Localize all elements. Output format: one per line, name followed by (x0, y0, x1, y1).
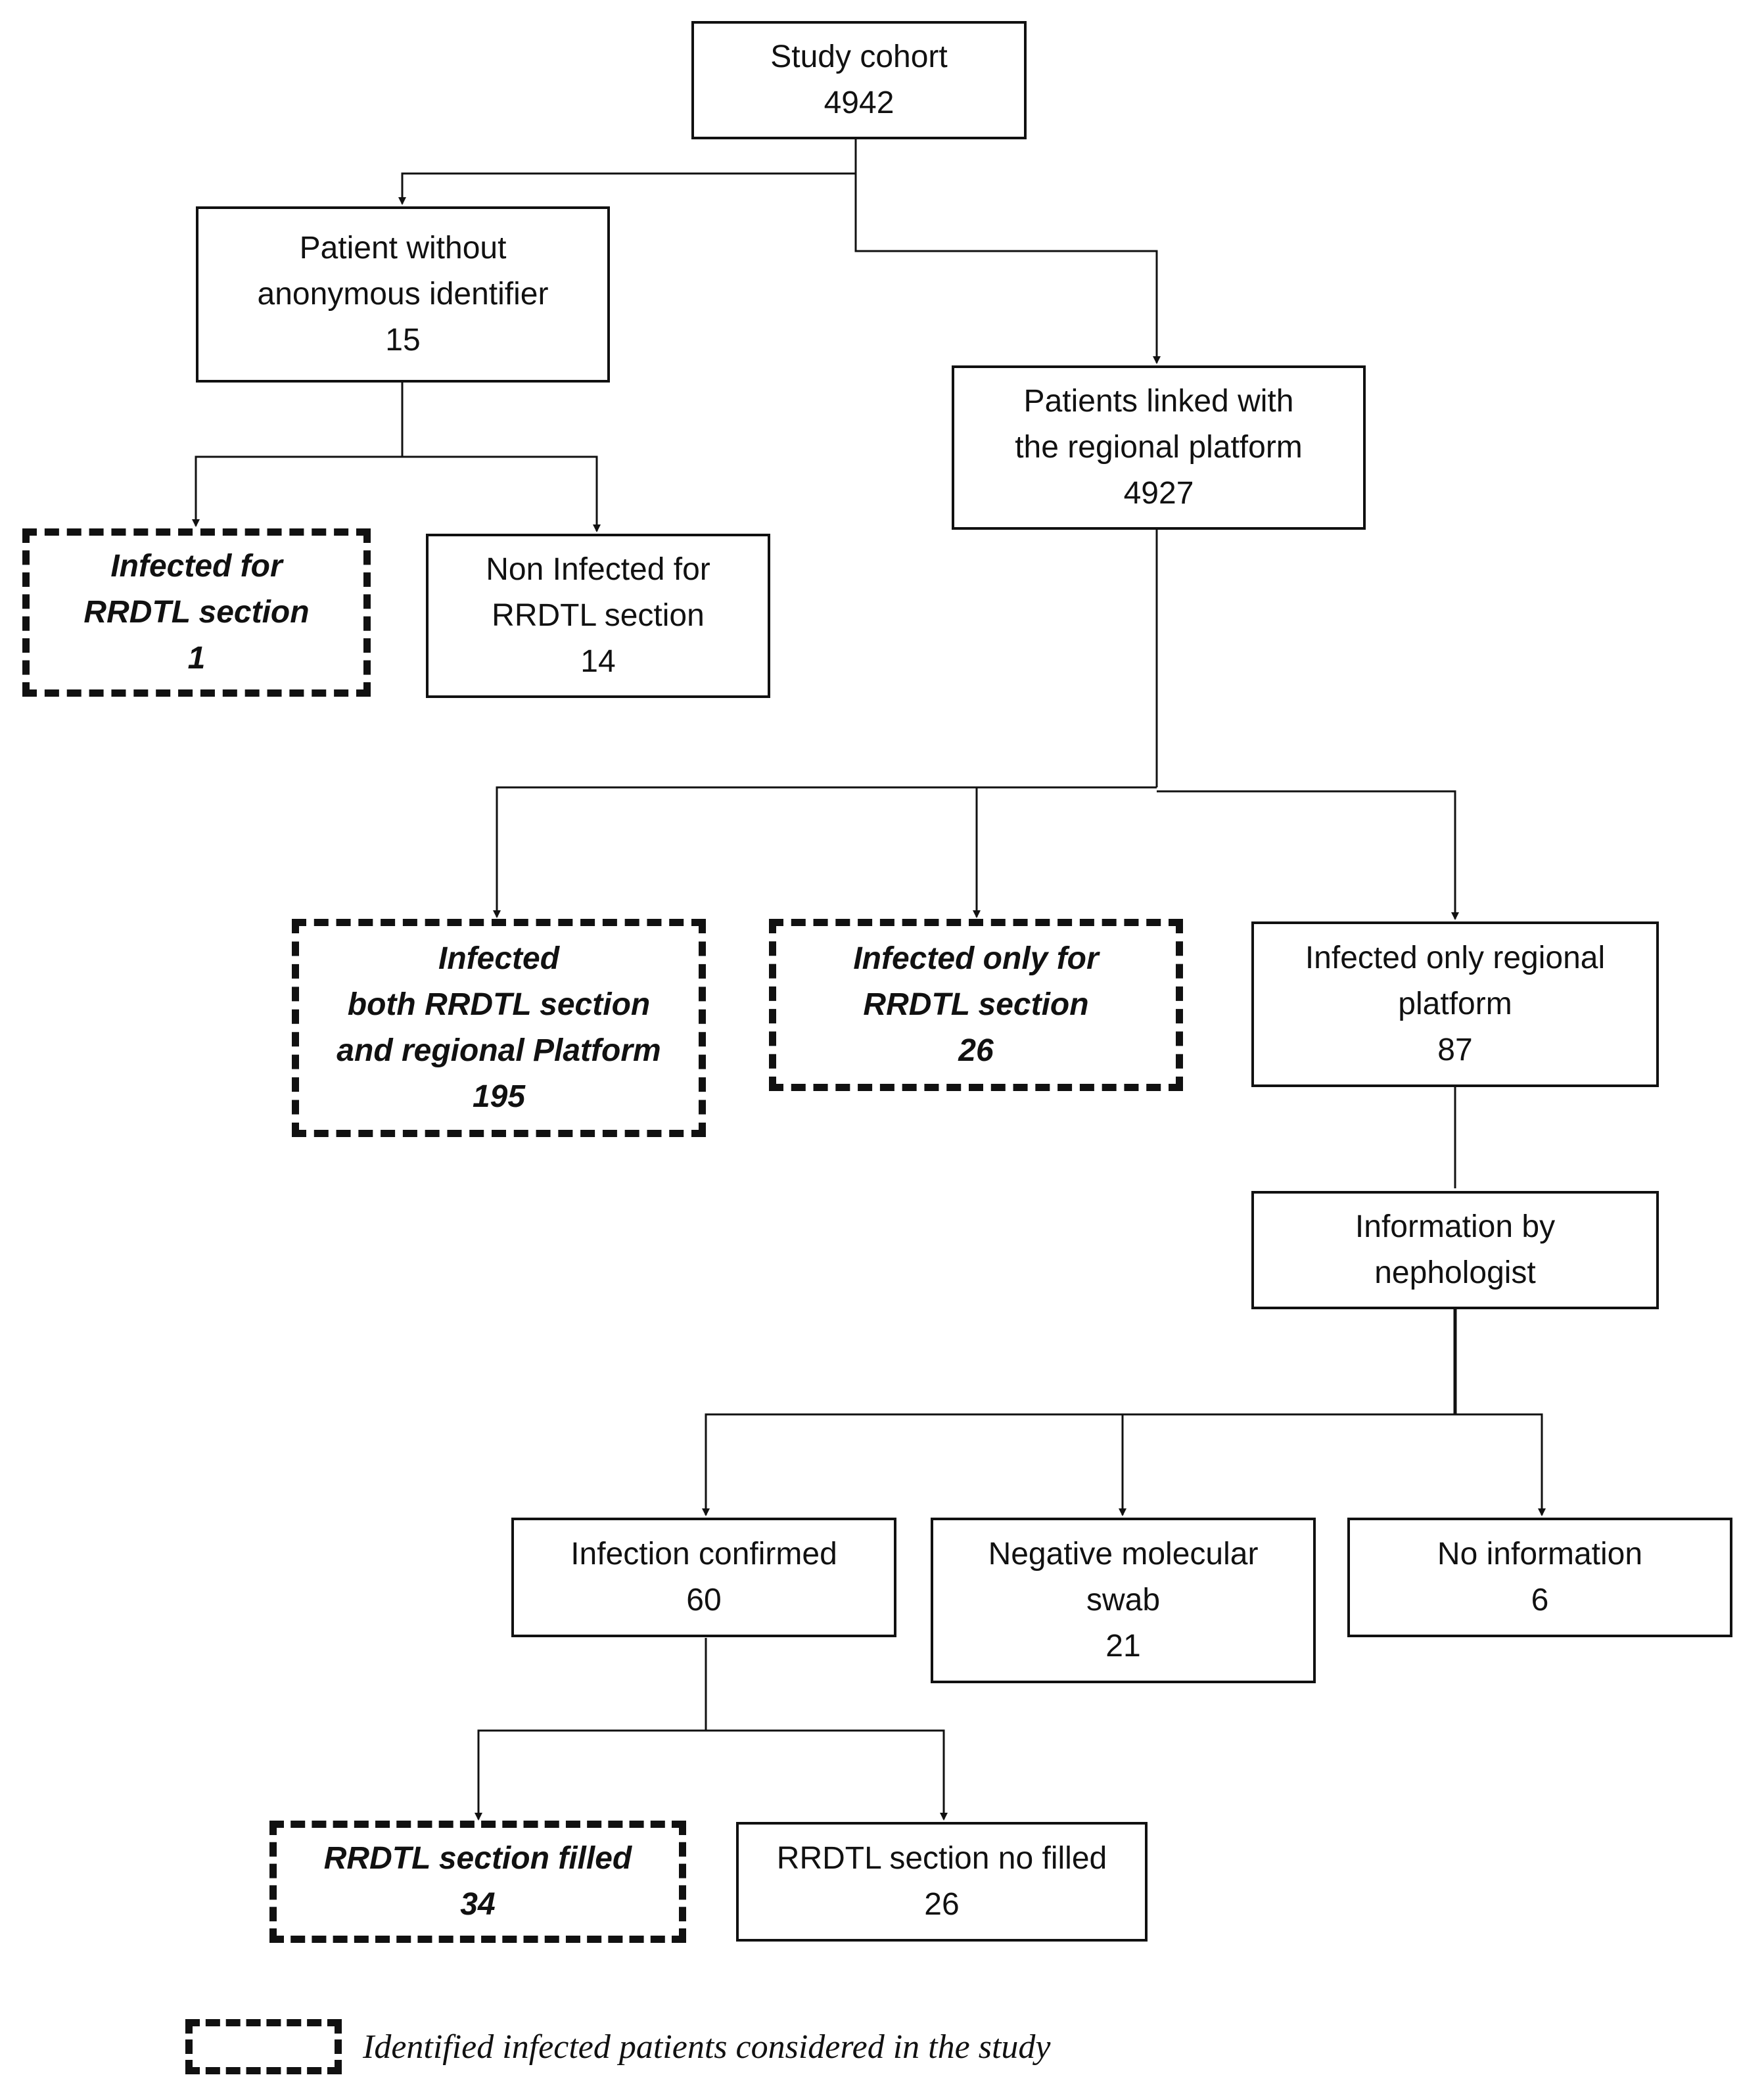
node-no-information: No information 6 (1347, 1518, 1732, 1637)
edge-to-rrdtl-no-filled (706, 1729, 948, 1821)
node-rrdtl-section-no-filled: RRDTL section no filled 26 (736, 1822, 1148, 1942)
node-confirmed-line-2: 60 (686, 1583, 722, 1618)
node-infected-only-rrdtl-line-2: RRDTL section (863, 987, 1089, 1022)
node-rrdtl-filled-line-1: RRDTL section filled (323, 1841, 632, 1876)
node-infection-confirmed: Infection confirmed 60 (511, 1518, 896, 1637)
node-patient-without-identifier: Patient without anonymous identifier 15 (196, 206, 610, 383)
node-no-identifier-line-2: anonymous identifier (257, 277, 549, 312)
edge-to-infected-only-regional (1157, 790, 1459, 920)
node-negative-swab-line-1: Negative molecular (988, 1537, 1259, 1572)
node-infected-rrdtl-1-line-2: RRDTL section (83, 595, 310, 630)
node-linked-line-3: 4927 (1123, 476, 1194, 511)
node-infected-rrdtl-1-line-1: Infected for (110, 549, 283, 584)
node-infected-both-line-1: Infected (438, 941, 560, 976)
node-rrdtl-section-filled: RRDTL section filled 34 (269, 1821, 686, 1943)
node-infected-only-rrdtl-line-3: 26 (958, 1033, 994, 1068)
node-rrdtl-no-filled-line-1: RRDTL section no filled (776, 1841, 1107, 1876)
node-infected-both-line-4: 195 (472, 1079, 526, 1114)
node-rrdtl-filled-line-2: 34 (460, 1887, 496, 1922)
node-no-identifier-line-1: Patient without (299, 231, 507, 266)
edge-cohort-to-linked (854, 174, 1161, 364)
node-infected-regional-line-3: 87 (1437, 1033, 1473, 1067)
legend-dashed-box-sample (185, 2019, 342, 2074)
node-nephologist-line-2: nephologist (1374, 1255, 1536, 1290)
edge-cohort-to-no-identifier (398, 138, 857, 205)
node-infected-for-rrdtl: Infected for RRDTL section 1 (22, 528, 371, 697)
edge-to-infected-both (493, 786, 1157, 918)
node-non-infected-for-rrdtl: Non Infected for RRDTL section 14 (426, 534, 770, 698)
node-non-infected-line-1: Non Infected for (486, 552, 710, 587)
node-linked-line-1: Patients linked with (1023, 384, 1294, 419)
node-linked-line-2: the regional platform (1015, 430, 1303, 465)
node-non-infected-line-3: 14 (580, 644, 616, 679)
edge-to-infection-confirmed (702, 1413, 1455, 1516)
node-infected-rrdtl-1-line-3: 1 (187, 641, 206, 676)
node-infected-regional-line-1: Infected only regional (1305, 941, 1606, 975)
node-no-identifier-line-3: 15 (385, 323, 421, 358)
node-infected-both: Infected both RRDTL section and regional… (292, 919, 706, 1137)
node-nephologist-line-1: Information by (1355, 1209, 1556, 1244)
node-negative-molecular-swab: Negative molecular swab 21 (931, 1518, 1316, 1683)
node-infected-only-regional: Infected only regional platform 87 (1251, 921, 1659, 1087)
node-study-cohort-line-2: 4942 (824, 85, 894, 120)
node-no-information-line-1: No information (1437, 1537, 1643, 1572)
node-infected-regional-line-2: platform (1398, 987, 1512, 1021)
node-infected-only-rrdtl-line-1: Infected only for (853, 941, 1099, 976)
node-infected-only-rrdtl: Infected only for RRDTL section 26 (769, 919, 1183, 1091)
node-study-cohort-line-1: Study cohort (770, 39, 948, 74)
legend-text: Identified infected patients considered … (363, 2028, 1051, 2066)
edge-to-rrdtl-filled (475, 1729, 706, 1821)
node-rrdtl-no-filled-line-2: 26 (924, 1887, 960, 1922)
node-patients-linked-platform: Patients linked with the regional platfo… (952, 365, 1366, 530)
node-infected-both-line-3: and regional Platform (337, 1033, 661, 1068)
node-negative-swab-line-2: swab (1086, 1583, 1161, 1618)
edge-to-no-information (1455, 1413, 1546, 1516)
node-infected-both-line-2: both RRDTL section (347, 987, 651, 1022)
node-non-infected-line-2: RRDTL section (492, 598, 705, 633)
node-information-by-nephologist: Information by nephologist (1251, 1191, 1659, 1309)
edge-to-non-infected (402, 455, 601, 532)
edge-to-infected-rrdtl-1 (192, 455, 402, 527)
node-study-cohort: Study cohort 4942 (691, 21, 1027, 139)
node-confirmed-line-1: Infection confirmed (570, 1537, 837, 1572)
node-negative-swab-line-3: 21 (1105, 1629, 1141, 1664)
node-no-information-line-2: 6 (1531, 1583, 1549, 1618)
